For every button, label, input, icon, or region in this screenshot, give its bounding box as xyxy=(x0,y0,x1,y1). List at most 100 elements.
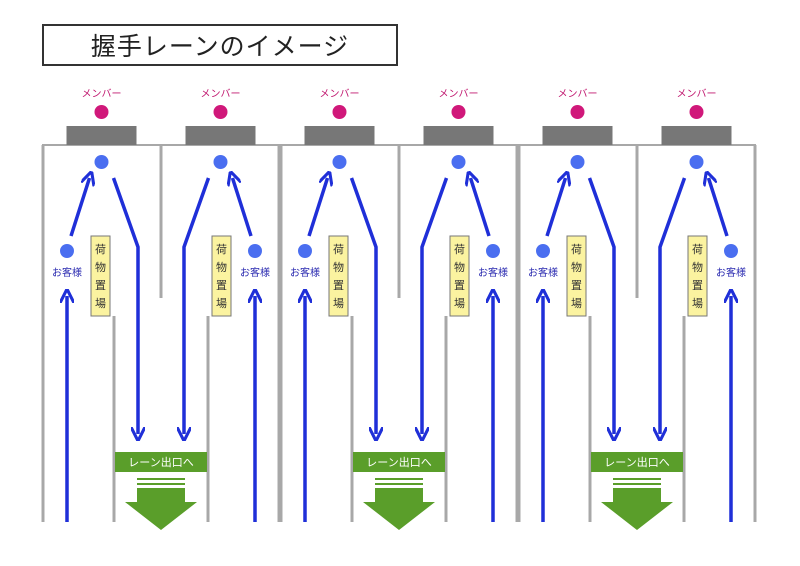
luggage-area xyxy=(211,235,232,317)
handshake-table xyxy=(661,126,732,145)
exit-arrow xyxy=(587,177,615,434)
member-dot xyxy=(332,105,347,119)
guest-dot xyxy=(724,244,738,258)
staff-dot xyxy=(213,155,228,169)
member-dot xyxy=(451,105,466,119)
exit-arrow xyxy=(184,177,211,434)
handshake-table xyxy=(66,126,137,145)
member-dot xyxy=(213,105,228,119)
exit-arrow xyxy=(422,177,449,434)
approach-arrow xyxy=(233,178,253,237)
guest-label: お客様 xyxy=(290,266,320,279)
exit-label: レーン出口へ xyxy=(366,455,431,469)
exit-banner xyxy=(591,452,683,472)
luggage-label-char: 置 xyxy=(95,279,106,292)
luggage-label-char: 物 xyxy=(692,260,703,274)
exit-arrow xyxy=(660,177,687,434)
luggage-label-char: 荷 xyxy=(216,243,227,256)
staff-dot xyxy=(451,155,466,169)
handshake-table xyxy=(304,126,375,145)
exit-arrow-stripe xyxy=(375,483,423,485)
staff-dot xyxy=(94,155,109,169)
luggage-label-char: 物 xyxy=(333,260,344,274)
member-label: メンバー xyxy=(201,88,241,100)
staff-dot xyxy=(570,155,585,169)
exit-arrow-stripe xyxy=(375,478,423,480)
luggage-label-char: 荷 xyxy=(95,243,106,256)
member-dot xyxy=(94,105,109,119)
exit-label: レーン出口へ xyxy=(128,455,193,469)
member-label: メンバー xyxy=(82,88,122,100)
luggage-label-char: 場 xyxy=(95,297,106,310)
luggage-area xyxy=(328,235,349,317)
exit-arrow-stripe xyxy=(137,483,185,485)
handshake-table xyxy=(185,126,256,145)
luggage-area xyxy=(687,235,708,317)
exit-arrow-stripe xyxy=(613,478,661,480)
diagram-title: 握手レーンのイメージ xyxy=(42,24,398,66)
luggage-label-char: 物 xyxy=(216,260,227,274)
exit-arrow xyxy=(349,177,377,434)
approach-arrow xyxy=(307,178,328,237)
luggage-label-char: 荷 xyxy=(454,243,465,256)
exit-down-arrow-icon xyxy=(363,488,435,530)
exit-banner xyxy=(115,452,207,472)
luggage-label-char: 場 xyxy=(333,297,344,310)
lane-exit-2: レーン出口へ xyxy=(353,452,445,530)
luggage-label-char: 置 xyxy=(216,279,227,292)
handshake-table xyxy=(423,126,494,145)
luggage-label-char: 置 xyxy=(454,279,465,292)
member-dot xyxy=(570,105,585,119)
guest-label: お客様 xyxy=(52,266,82,279)
luggage-label-char: 場 xyxy=(692,297,703,310)
exit-arrow-stripe xyxy=(137,478,185,480)
luggage-label-char: 置 xyxy=(692,279,703,292)
exit-down-arrow-icon xyxy=(601,488,673,530)
guest-label: お客様 xyxy=(478,266,508,279)
luggage-label-char: 物 xyxy=(95,260,106,274)
member-label: メンバー xyxy=(558,88,598,100)
luggage-label-char: 荷 xyxy=(571,243,582,256)
approach-arrow xyxy=(545,178,566,237)
luggage-label-char: 荷 xyxy=(333,243,344,256)
lane-exit-3: レーン出口へ xyxy=(591,452,683,530)
guest-dot xyxy=(248,244,262,258)
luggage-label-char: 荷 xyxy=(692,243,703,256)
exit-arrow-stripe xyxy=(613,483,661,485)
luggage-area xyxy=(566,235,587,317)
guest-dot xyxy=(60,244,74,258)
luggage-label-char: 置 xyxy=(333,279,344,292)
luggage-label-char: 場 xyxy=(454,297,465,310)
approach-arrow xyxy=(471,178,491,237)
guest-label: お客様 xyxy=(528,266,558,279)
handshake-table xyxy=(542,126,613,145)
staff-dot xyxy=(332,155,347,169)
exit-banner xyxy=(353,452,445,472)
guest-dot xyxy=(298,244,312,258)
guest-dot xyxy=(486,244,500,258)
guest-label: お客様 xyxy=(716,266,746,279)
staff-dot xyxy=(689,155,704,169)
member-label: メンバー xyxy=(439,88,479,100)
member-dot xyxy=(689,105,704,119)
luggage-label-char: 置 xyxy=(571,279,582,292)
guest-dot xyxy=(536,244,550,258)
luggage-label-char: 物 xyxy=(454,260,465,274)
lane-exit-1: レーン出口へ xyxy=(115,452,207,530)
approach-arrow xyxy=(709,178,729,237)
exit-arrow xyxy=(111,177,139,434)
member-label: メンバー xyxy=(320,88,360,100)
exit-down-arrow-icon xyxy=(125,488,197,530)
luggage-area xyxy=(449,235,470,317)
exit-label: レーン出口へ xyxy=(604,455,669,469)
member-label: メンバー xyxy=(677,88,717,100)
guest-label: お客様 xyxy=(240,266,270,279)
luggage-area xyxy=(90,235,111,317)
